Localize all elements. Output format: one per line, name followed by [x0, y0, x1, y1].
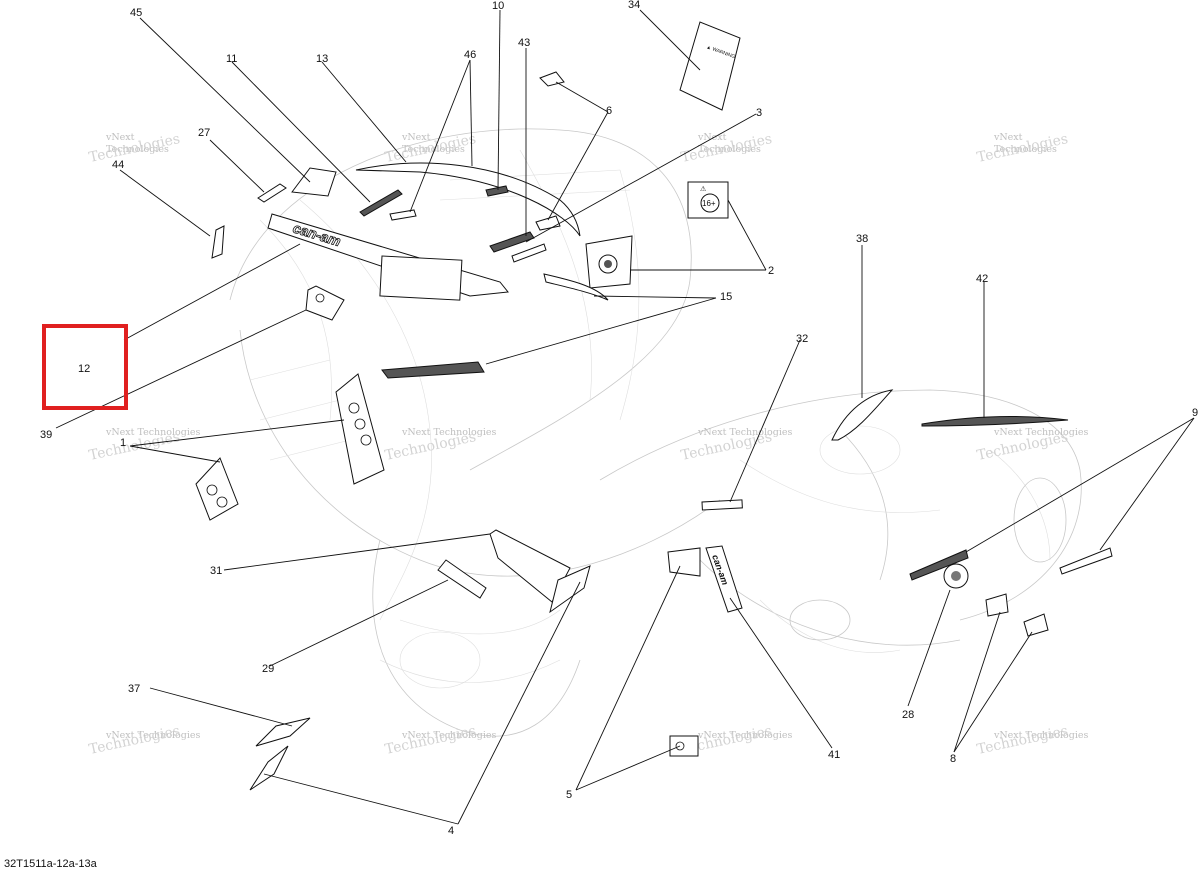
watermark-text: vNext Technologies — [401, 427, 496, 438]
watermark-text: Technologies — [698, 144, 761, 155]
decal-6a — [539, 71, 565, 87]
watermark-text: vNext Technologies — [105, 730, 200, 741]
svg-text:⚠: ⚠ — [700, 185, 706, 193]
callout-2[interactable]: 2 — [768, 265, 774, 277]
decal-6b — [535, 215, 561, 231]
decal-9a — [909, 549, 969, 581]
watermark-text: vNext Technologies — [697, 730, 792, 741]
callout-10[interactable]: 10 — [492, 0, 504, 12]
decal-29 — [437, 559, 487, 599]
svg-text:16+: 16+ — [702, 199, 716, 208]
decals: ▲ WARNING ⚠ 16+ can-am — [195, 21, 1113, 791]
callout-34[interactable]: 34 — [628, 0, 640, 11]
callout-11[interactable]: 11 — [226, 53, 237, 65]
callout-3[interactable]: 3 — [756, 107, 762, 119]
decal-5a — [667, 547, 701, 577]
callout-5[interactable]: 5 — [566, 789, 572, 801]
decal-8b — [1023, 613, 1049, 637]
callout-37[interactable]: 37 — [128, 683, 140, 695]
decal-43b — [511, 243, 547, 263]
decal-15-strip — [381, 361, 485, 379]
watermark-text: vNext Technologies — [993, 730, 1088, 741]
decal-15 — [543, 273, 609, 301]
watermark-text: vNext Technologies — [993, 427, 1088, 438]
leader-lines — [55, 9, 1195, 825]
watermark-text: vNext Technologies — [105, 427, 200, 438]
decal-41 — [705, 545, 743, 613]
decal-8a — [985, 593, 1009, 617]
watermark-text: Technologies — [384, 723, 478, 758]
decal-43a — [489, 231, 535, 253]
callout-8[interactable]: 8 — [950, 753, 956, 765]
decal-10 — [485, 185, 509, 197]
callout-27[interactable]: 27 — [198, 127, 210, 139]
callout-42[interactable]: 42 — [976, 273, 988, 285]
decal-37 — [255, 717, 311, 747]
callout-31[interactable]: 31 — [210, 565, 222, 577]
callout-12[interactable]: 12 — [78, 363, 90, 375]
decal-38 — [831, 389, 894, 441]
decal-44 — [211, 225, 225, 259]
drawing-code: 32T1511a-12a-13a — [4, 858, 97, 870]
highlight-box — [42, 324, 128, 410]
decal-34 — [679, 21, 741, 111]
callout-28[interactable]: 28 — [902, 709, 914, 721]
decal-9b — [1059, 547, 1113, 575]
callout-32[interactable]: 32 — [796, 333, 808, 345]
decal-27 — [257, 183, 287, 203]
decal-39 — [305, 285, 345, 321]
callout-44[interactable]: 44 — [112, 159, 124, 171]
decal-45 — [291, 167, 337, 197]
decal-12-plate — [379, 255, 463, 301]
vehicle-ghost-outline — [229, 128, 1082, 737]
callout-39[interactable]: 39 — [40, 429, 52, 441]
watermark-text: vNext — [993, 132, 1023, 143]
callout-6[interactable]: 6 — [606, 105, 612, 117]
watermark-text: Technologies — [994, 144, 1057, 155]
watermark-text: vNext — [401, 132, 431, 143]
callout-29[interactable]: 29 — [262, 663, 274, 675]
callout-labels[interactable]: 45 11 13 46 10 43 34 27 44 6 3 2 15 12 3… — [40, 0, 1198, 837]
decal-46 — [389, 209, 417, 221]
callout-9[interactable]: 9 — [1192, 407, 1198, 419]
decal-42 — [921, 416, 1069, 427]
watermark-text: vNext Technologies — [401, 730, 496, 741]
callout-4[interactable]: 4 — [448, 825, 454, 837]
watermark-text: vNext Technologies — [697, 427, 792, 438]
callout-13[interactable]: 13 — [316, 53, 328, 65]
watermarks: vNext Technologies Technologies vNext Te… — [88, 131, 1089, 758]
callout-43[interactable]: 43 — [518, 37, 530, 49]
decal-11 — [359, 189, 403, 217]
watermark-text: Technologies — [106, 144, 169, 155]
watermark-text: Technologies — [976, 723, 1070, 758]
watermark-text: Technologies — [88, 723, 182, 758]
callout-41[interactable]: 41 — [828, 749, 840, 761]
watermark-text: vNext — [697, 132, 727, 143]
decal-4 — [249, 745, 289, 791]
watermark-text: vNext — [105, 132, 135, 143]
callout-46[interactable]: 46 — [464, 49, 476, 61]
callout-38[interactable]: 38 — [856, 233, 868, 245]
callout-15[interactable]: 15 — [720, 291, 732, 303]
callout-1[interactable]: 1 — [120, 437, 126, 449]
watermark-text: Technologies — [402, 144, 465, 155]
decal-32 — [701, 499, 743, 511]
callout-45[interactable]: 45 — [130, 7, 142, 19]
